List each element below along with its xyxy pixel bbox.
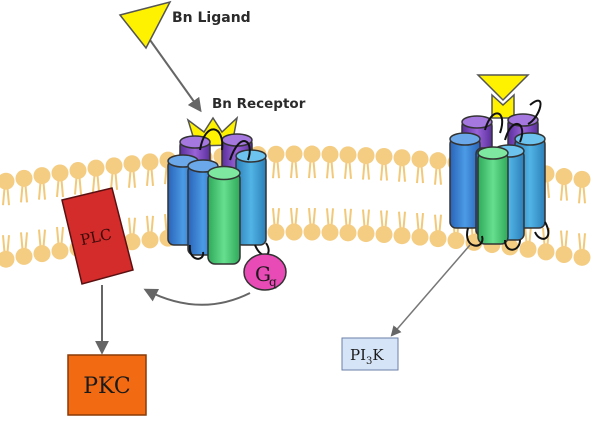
- receptor-label: Bn Receptor: [212, 96, 306, 112]
- lipid-head: [285, 145, 303, 163]
- lipid-head: [357, 147, 375, 165]
- lipid-head: [51, 164, 69, 182]
- lipid-head: [141, 231, 159, 249]
- gq-to-plc-arrow: [143, 288, 251, 306]
- pkc-label: PKC: [83, 374, 130, 399]
- lipid-head: [429, 152, 447, 170]
- pkc-kinase: PKC: [67, 354, 147, 416]
- lipid-head: [303, 145, 321, 163]
- lipid-head: [393, 227, 411, 245]
- ligand-label: Bn Ligand: [172, 10, 251, 26]
- lipid-head: [447, 231, 465, 249]
- lipid-head: [393, 149, 411, 167]
- lipid-head: [33, 167, 51, 185]
- bn-receptor-left: [167, 115, 270, 265]
- lipid-head: [411, 228, 429, 246]
- lipid-head: [123, 155, 141, 173]
- ligand-to-receptor-arrow: [149, 39, 202, 113]
- lipid-head: [105, 157, 123, 175]
- lipid-head: [267, 145, 285, 163]
- gq-subscript: q: [269, 275, 277, 289]
- pi3k-label: PI3K: [350, 346, 384, 367]
- lipid-head: [0, 172, 15, 190]
- bn-receptor-right: [449, 74, 550, 251]
- lipid-head: [303, 223, 321, 241]
- lipid-bilayer: [0, 145, 591, 268]
- lipid-head: [51, 242, 69, 260]
- lipid-head: [123, 233, 141, 251]
- lipid-head: [357, 225, 375, 243]
- lipid-head: [0, 250, 15, 268]
- pi3k-label-sub: 3: [366, 356, 372, 367]
- lipid-head: [375, 226, 393, 244]
- bound-ligand-icon: [476, 74, 530, 102]
- lipid-head: [537, 243, 555, 261]
- lipid-head: [375, 148, 393, 166]
- lipid-head: [573, 170, 591, 188]
- pi3k-label-main: PI: [350, 346, 366, 364]
- lipid-head: [15, 247, 33, 265]
- lipid-head: [285, 223, 303, 241]
- lipid-head: [321, 223, 339, 241]
- receptor-to-pi3k-arrow: [390, 244, 471, 337]
- lipid-head: [573, 248, 591, 266]
- gq-label: G: [255, 262, 271, 286]
- pi3k-label-end: K: [372, 346, 384, 364]
- lipid-head: [267, 223, 285, 241]
- lipid-head: [411, 150, 429, 168]
- gq-protein: [243, 253, 287, 291]
- lipid-head: [519, 240, 537, 258]
- lipid-head: [429, 230, 447, 248]
- lipid-head: [87, 159, 105, 177]
- plc-enzyme: PLC: [61, 187, 134, 285]
- lipid-head: [555, 168, 573, 186]
- lipid-head: [33, 245, 51, 263]
- bn-ligand-icon: [118, 0, 172, 50]
- lipid-head: [339, 224, 357, 242]
- lipid-head: [339, 146, 357, 164]
- lipid-head: [555, 246, 573, 264]
- lipid-head: [321, 145, 339, 163]
- pi3k-kinase: PI3K: [341, 337, 399, 371]
- lipid-head: [15, 169, 33, 187]
- lipid-head: [69, 161, 87, 179]
- lipid-head: [141, 153, 159, 171]
